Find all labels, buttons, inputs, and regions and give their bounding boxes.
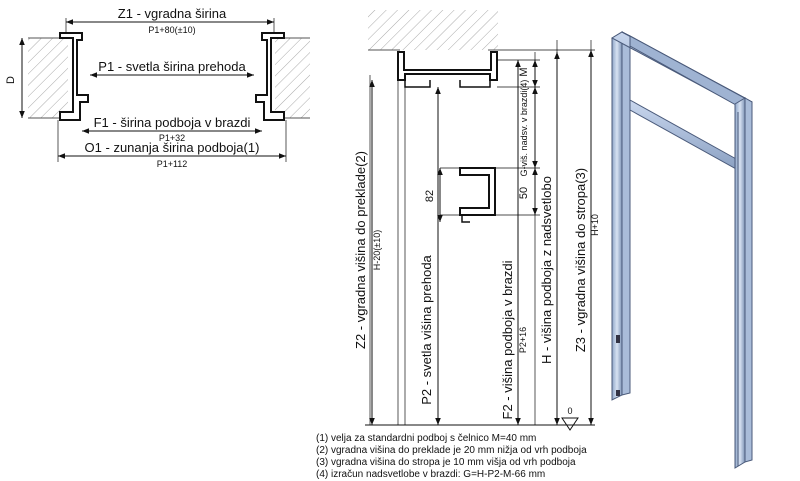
m-label: M <box>518 67 530 76</box>
head-profile <box>397 51 498 81</box>
footnote: (4) izračun nadsvetlobe v brazdi: G=H-P2… <box>316 469 546 480</box>
footnotes: (1) velja za standardni podboj s čelnico… <box>316 433 587 481</box>
g-label: G-viš. nadsv. v brazdi(4) <box>519 80 529 177</box>
p2-label: P2 - svetla višina prehoda <box>419 254 434 404</box>
left-frame-profile <box>59 32 89 121</box>
d-label: D <box>5 76 17 84</box>
lintel <box>368 10 498 50</box>
dim-50: 50 <box>518 187 530 199</box>
o1-formula: P1+112 <box>157 159 188 169</box>
footnote: (3) vgradna višina do stropa je 10 mm vi… <box>316 457 576 468</box>
footnote: (1) velja za standardni podboj s čelnico… <box>316 433 537 444</box>
right-frame-profile <box>255 32 285 121</box>
section-view: M G-viš. nadsv. v brazdi(4) 50 82 Z2 - v… <box>353 10 600 431</box>
z3-formula: H+10 <box>590 214 600 236</box>
f2-label: F2 - višina podboja v brazdi <box>500 260 515 419</box>
hinge-icon <box>616 335 620 343</box>
z1-formula: P1+80(±10) <box>148 25 195 35</box>
z3-label: Z3 - vgradna višina do stropa(3) <box>573 168 588 352</box>
floor-datum-icon <box>561 417 579 431</box>
hinge-icon <box>616 390 620 396</box>
z2-label: Z2 - vgradna višina do preklade(2) <box>353 151 368 349</box>
z2-formula: H-20(±10) <box>372 230 382 270</box>
right-wall <box>275 38 310 118</box>
p1-label: P1 - svetla širina prehoda <box>98 59 246 74</box>
transom-profile <box>459 167 496 216</box>
z1-label: Z1 - vgradna širina <box>118 6 227 21</box>
f1-label: F1 - širina podboja v brazdi <box>94 115 251 130</box>
f2-formula: P2+16 <box>518 327 528 353</box>
left-wall <box>28 38 68 118</box>
frame-3d-illustration <box>610 31 753 469</box>
o1-label: O1 - zunanja širina podboja(1) <box>85 140 260 155</box>
plan-view: D Z1 - vgradna širina P1+80(±10) P1 - sv… <box>5 6 310 169</box>
f1-formula: P1+32 <box>159 133 185 143</box>
h-label: H - višina podboja z nadsvetlobo <box>539 176 554 364</box>
dim-82: 82 <box>424 190 436 202</box>
floor-label: 0 <box>567 406 572 416</box>
footnote: (2) vgradna višina do preklade je 20 mm … <box>316 445 587 456</box>
